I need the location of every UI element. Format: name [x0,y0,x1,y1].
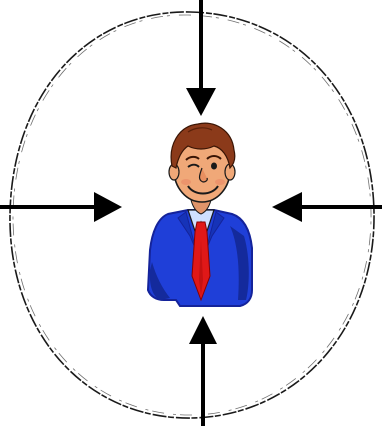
diagram-canvas [0,0,382,426]
focus-diagram [0,0,382,426]
